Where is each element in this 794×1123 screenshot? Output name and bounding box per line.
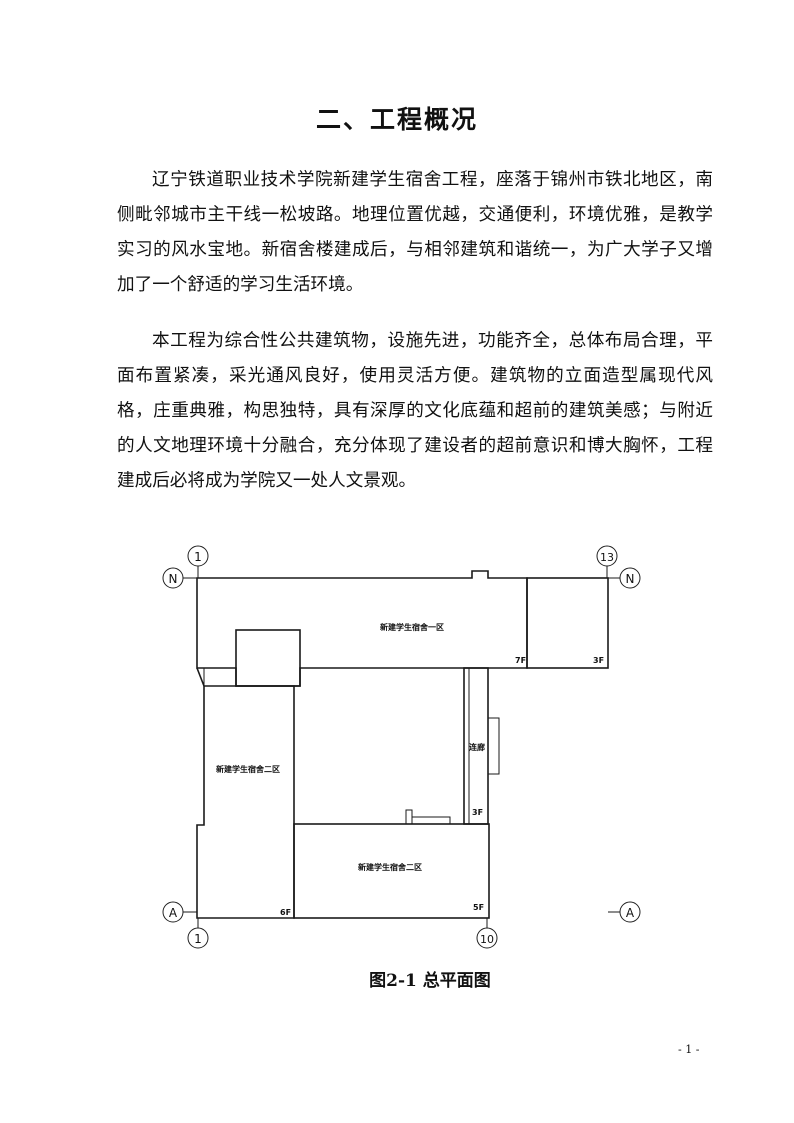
axis-marker-south-right: A xyxy=(608,901,641,923)
svg-text:A: A xyxy=(626,906,635,920)
west-wing-label: 新建学生宿舍二区 xyxy=(216,764,280,774)
svg-text:13: 13 xyxy=(600,551,614,564)
axis-marker-south-left: A xyxy=(162,901,197,923)
south-wing-floor-label: 5F xyxy=(473,903,484,912)
axis-marker-top-left: 1 xyxy=(187,545,209,578)
building-outline xyxy=(196,570,609,919)
svg-text:N: N xyxy=(626,572,635,586)
axis-marker-bottom-left: 1 xyxy=(187,918,209,949)
paragraph-location: 辽宁铁道职业技术学院新建学生宿舍工程，座落于锦州市铁北地区，南侧毗邻城市主干线一… xyxy=(117,170,713,295)
figure-caption: 图2-1 总平面图 xyxy=(369,971,491,991)
zone1-label: 新建学生宿舍一区 xyxy=(380,622,444,632)
svg-text:10: 10 xyxy=(480,933,494,946)
corridor-floor-label: 3F xyxy=(472,808,483,817)
section-heading: 二、工程概况 xyxy=(315,105,478,134)
svg-text:1: 1 xyxy=(194,550,202,564)
axis-marker-north-right: N xyxy=(608,567,641,589)
zone1-floor-label: 7F xyxy=(515,656,526,665)
east-block-floor-label: 3F xyxy=(593,656,604,665)
svg-text:N: N xyxy=(169,572,178,586)
page-number: - 1 - xyxy=(678,1043,700,1056)
axis-marker-north-left: N xyxy=(162,567,197,589)
paragraph-description: 本工程为综合性公共建筑物，设施先进，功能齐全，总体布局合理，平面布置紧凑，采光通… xyxy=(117,331,713,491)
axis-marker-bottom-right: 10 xyxy=(476,918,498,949)
south-wing-label: 新建学生宿舍二区 xyxy=(358,862,422,872)
axis-marker-top-right: 13 xyxy=(596,545,618,578)
svg-text:1: 1 xyxy=(194,932,202,946)
west-wing-floor-label: 6F xyxy=(280,908,291,917)
corridor-label: 连廊 xyxy=(469,742,485,752)
svg-text:A: A xyxy=(169,906,178,920)
